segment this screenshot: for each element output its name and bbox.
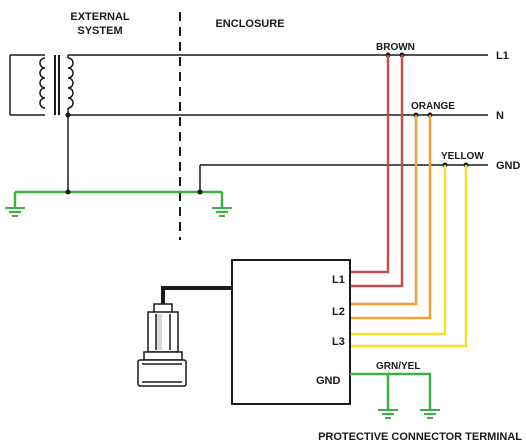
brown-wire-label: BROWN <box>376 42 415 53</box>
earth-ground-symbol-right <box>212 207 232 217</box>
orange-wires <box>350 115 432 320</box>
sensor-probe-icon <box>137 303 187 387</box>
grn-yel-wires <box>350 372 432 410</box>
terminal-l2-label: L2 <box>332 306 345 318</box>
brown-wires <box>350 55 404 288</box>
enclosure-label: ENCLOSURE <box>215 18 284 30</box>
yellow-wire-label: YELLOW <box>441 151 484 162</box>
protective-ground-symbol-left <box>378 409 398 419</box>
transformer-symbol <box>9 54 74 116</box>
grn-yel-wire-label: GRN/YEL <box>376 361 420 372</box>
earth-ground-symbol-left <box>5 207 25 217</box>
protective-ground-symbol-right <box>420 409 440 419</box>
terminal-gnd-label: GND <box>316 375 341 387</box>
external-system-label-line2: SYSTEM <box>77 25 122 37</box>
caption-protective-connector-terminal: PROTECTIVE CONNECTOR TERMINAL <box>318 431 522 443</box>
terminal-l3-label: L3 <box>332 336 345 348</box>
external-system-label-line1: EXTERNAL <box>70 11 130 23</box>
earth-bus <box>13 190 224 208</box>
junction-dots <box>65 52 469 195</box>
yellow-wires <box>350 165 468 348</box>
l1-line-label: L1 <box>496 50 509 62</box>
surge-protector-device-box <box>231 259 351 405</box>
sensor-cable <box>161 286 232 306</box>
orange-wire-label: ORANGE <box>411 101 455 112</box>
n-line-label: N <box>496 110 504 122</box>
terminal-l1-label: L1 <box>332 274 345 286</box>
gnd-line-label: GND <box>496 160 521 172</box>
